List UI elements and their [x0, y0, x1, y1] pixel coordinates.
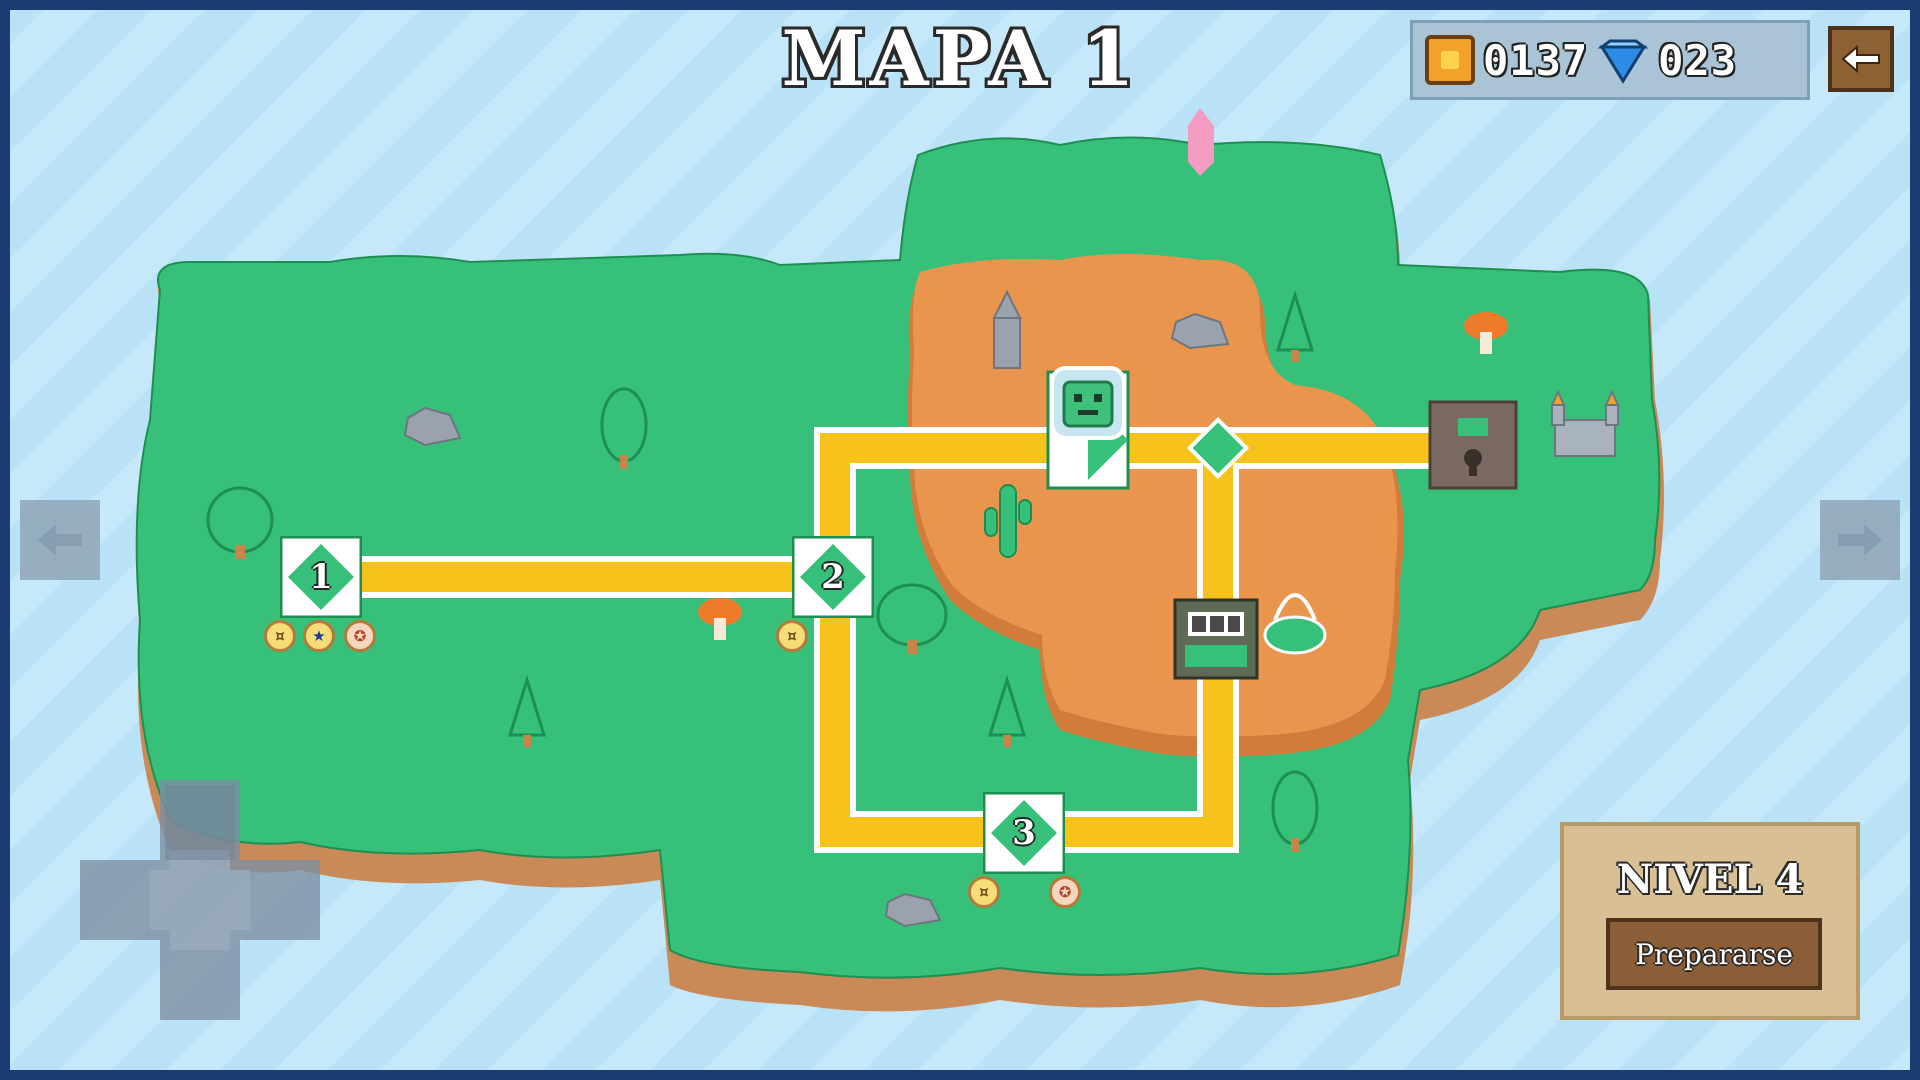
- medal-reward-icon: ✪: [1049, 876, 1081, 908]
- bottom-strip: [0, 1072, 1920, 1080]
- level-node-3[interactable]: 3: [982, 791, 1066, 875]
- castle-decoration: [1550, 389, 1620, 457]
- lock-icon: [1464, 449, 1482, 467]
- coin-icon: [1425, 35, 1475, 85]
- medal-reward-icon: ✪: [344, 620, 376, 652]
- currency-hud: 0137 023: [1410, 20, 1810, 100]
- cauldron-decoration: [1263, 593, 1327, 655]
- right-arrow-icon: [1838, 524, 1882, 556]
- level-number: 1: [309, 557, 333, 597]
- level-title: NIVEL 4: [1616, 856, 1804, 903]
- player-icon: [1046, 366, 1130, 490]
- coin-reward-icon: ¤: [968, 876, 1000, 908]
- map-title: MAPA 1: [781, 14, 1139, 103]
- crystal-decoration: [1188, 108, 1214, 176]
- cactus-decoration: [984, 484, 1032, 558]
- previous-map-button[interactable]: [20, 500, 100, 580]
- back-arrow-icon: [1841, 44, 1880, 74]
- dpad-icon[interactable]: [80, 780, 320, 1020]
- back-button[interactable]: [1828, 26, 1894, 92]
- level-node-1[interactable]: 1: [279, 535, 363, 619]
- level-card-icon: [279, 535, 363, 619]
- star-reward-icon: ★: [303, 620, 335, 652]
- gem-counter: 023: [1658, 35, 1738, 85]
- level-card-icon: [982, 791, 1066, 875]
- shop-machine: [1173, 598, 1259, 680]
- coin-counter: 0137: [1483, 35, 1589, 85]
- next-map-button[interactable]: [1820, 500, 1900, 580]
- locked-gate: [1428, 400, 1518, 490]
- prepare-button[interactable]: Prepararse: [1606, 918, 1822, 990]
- tree-decoration: [206, 289, 1319, 852]
- level-number: 3: [1012, 813, 1036, 853]
- coin-reward-icon: ¤: [776, 620, 808, 652]
- level-number: 2: [821, 557, 845, 597]
- coin-reward-icon: ¤: [264, 620, 296, 652]
- path-junction: [1186, 416, 1250, 480]
- tower-decoration: [992, 289, 1022, 369]
- rock-decoration: [403, 312, 1230, 928]
- level-path-fill: [320, 433, 1430, 847]
- mushroom-decoration: [698, 312, 1508, 640]
- left-arrow-icon: [38, 524, 82, 556]
- level-node-2[interactable]: 2: [791, 535, 875, 619]
- level-card-icon: [791, 535, 875, 619]
- level-panel: NIVEL 4 Prepararse: [1560, 822, 1860, 1020]
- gem-icon: [1597, 39, 1649, 84]
